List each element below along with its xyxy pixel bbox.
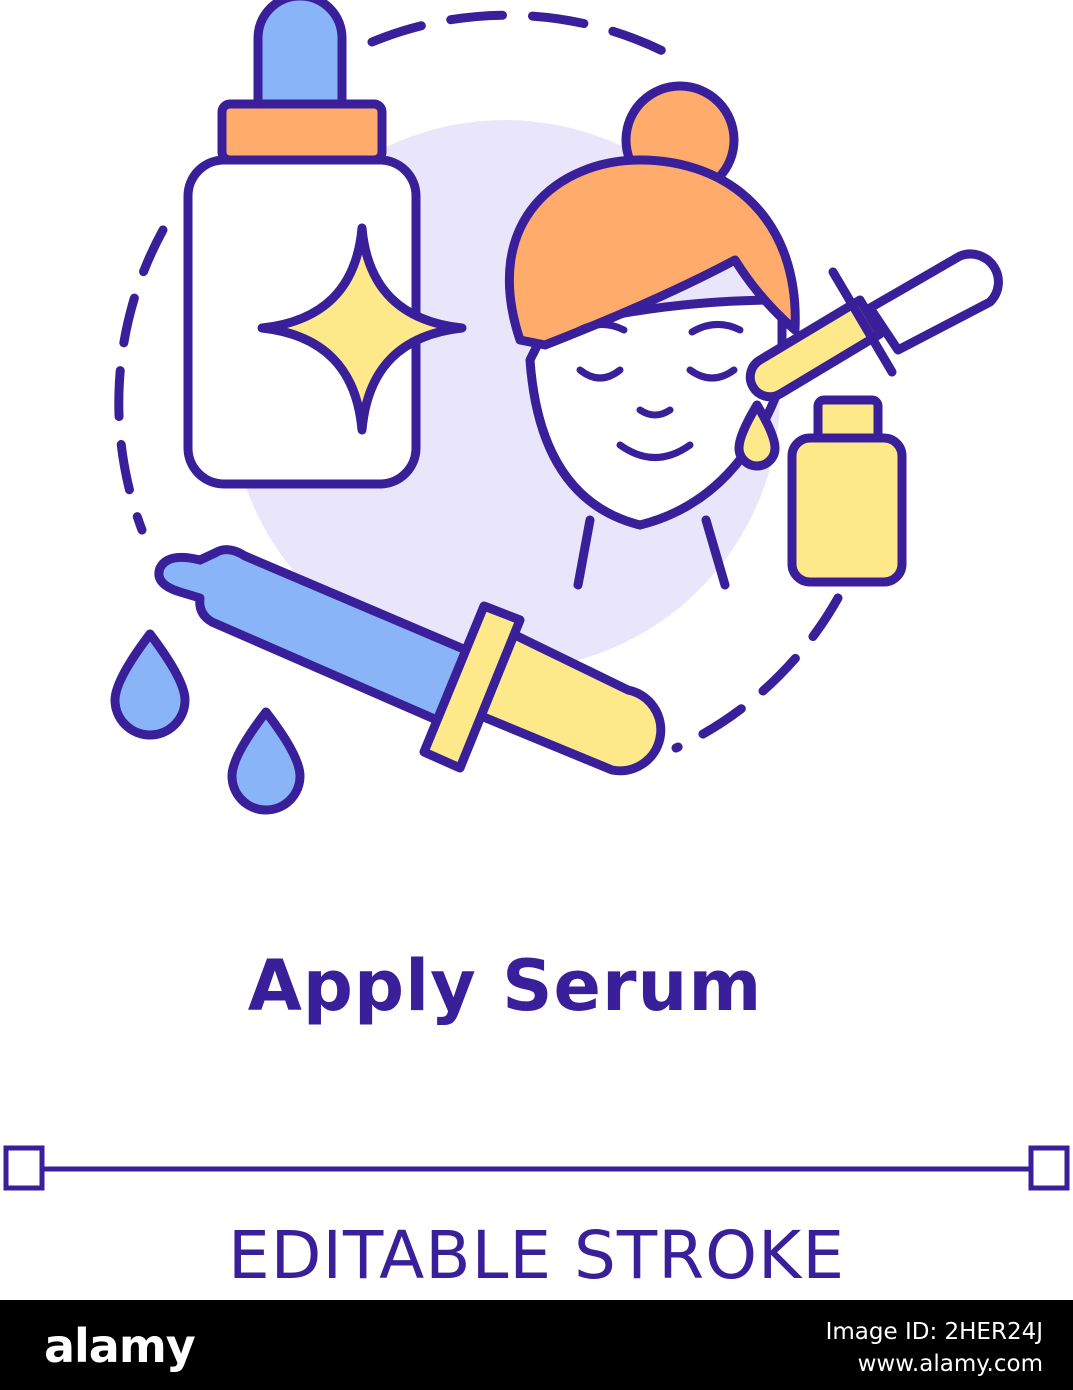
footer-url: www.alamy.com xyxy=(857,1351,1043,1377)
footer-bar xyxy=(0,1300,1073,1390)
serum-bottle-icon xyxy=(183,0,421,489)
page-title: Apply Serum xyxy=(247,945,763,1027)
editable-stroke-caption: EDITABLE STROKE xyxy=(227,1217,846,1294)
line-handle-right xyxy=(1028,1145,1070,1191)
dashed-ring-bottom xyxy=(671,593,843,753)
small-bottle-icon xyxy=(787,395,907,587)
footer-brand-logo: alamy xyxy=(44,1319,196,1373)
pipette-icon xyxy=(154,545,666,776)
droplet-icon xyxy=(227,707,305,815)
sparkle-icon xyxy=(257,223,467,435)
apply-serum-illustration xyxy=(110,0,1003,815)
dashed-ring-left xyxy=(114,225,168,535)
footer-image-id: Image ID: 2HER24J xyxy=(825,1319,1043,1345)
face-icon xyxy=(504,81,800,590)
droplet-icon xyxy=(110,629,190,740)
dashed-ring xyxy=(367,10,685,65)
line-handle-left xyxy=(3,1145,45,1191)
editable-stroke-line xyxy=(3,1145,1070,1191)
dropper-icon xyxy=(734,249,1003,471)
